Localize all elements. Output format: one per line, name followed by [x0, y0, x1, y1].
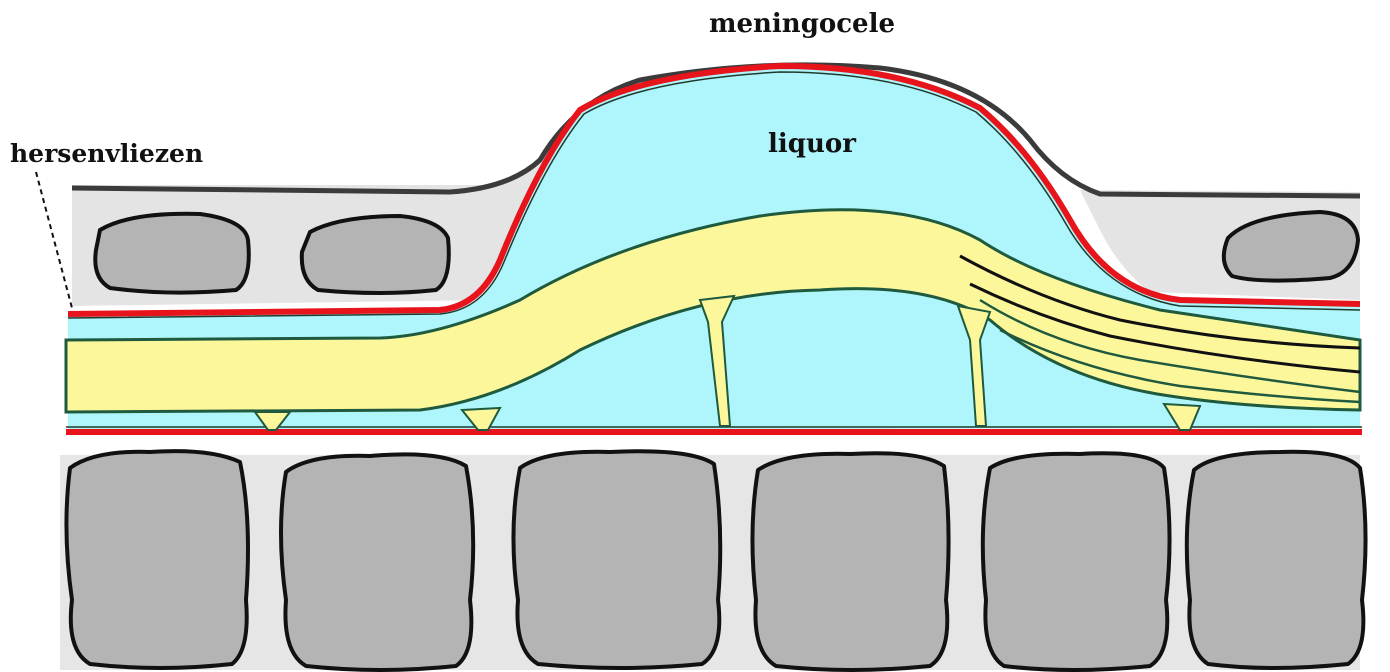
bone-left-2 [302, 216, 449, 293]
vertebra-4 [752, 453, 948, 670]
label-liquor: liquor [768, 129, 856, 159]
vertebra-1 [66, 451, 248, 668]
vertebra-2 [281, 454, 473, 670]
vertebra-3 [513, 451, 720, 668]
bone-left-1 [95, 214, 249, 293]
vertebra-5 [983, 453, 1170, 670]
vertebral-column [60, 451, 1366, 670]
vertebra-6 [1187, 452, 1366, 668]
label-meningocele: meningocele [709, 9, 895, 39]
hersenvliezen-pointer [36, 172, 72, 308]
label-hersenvliezen: hersenvliezen [10, 139, 203, 168]
